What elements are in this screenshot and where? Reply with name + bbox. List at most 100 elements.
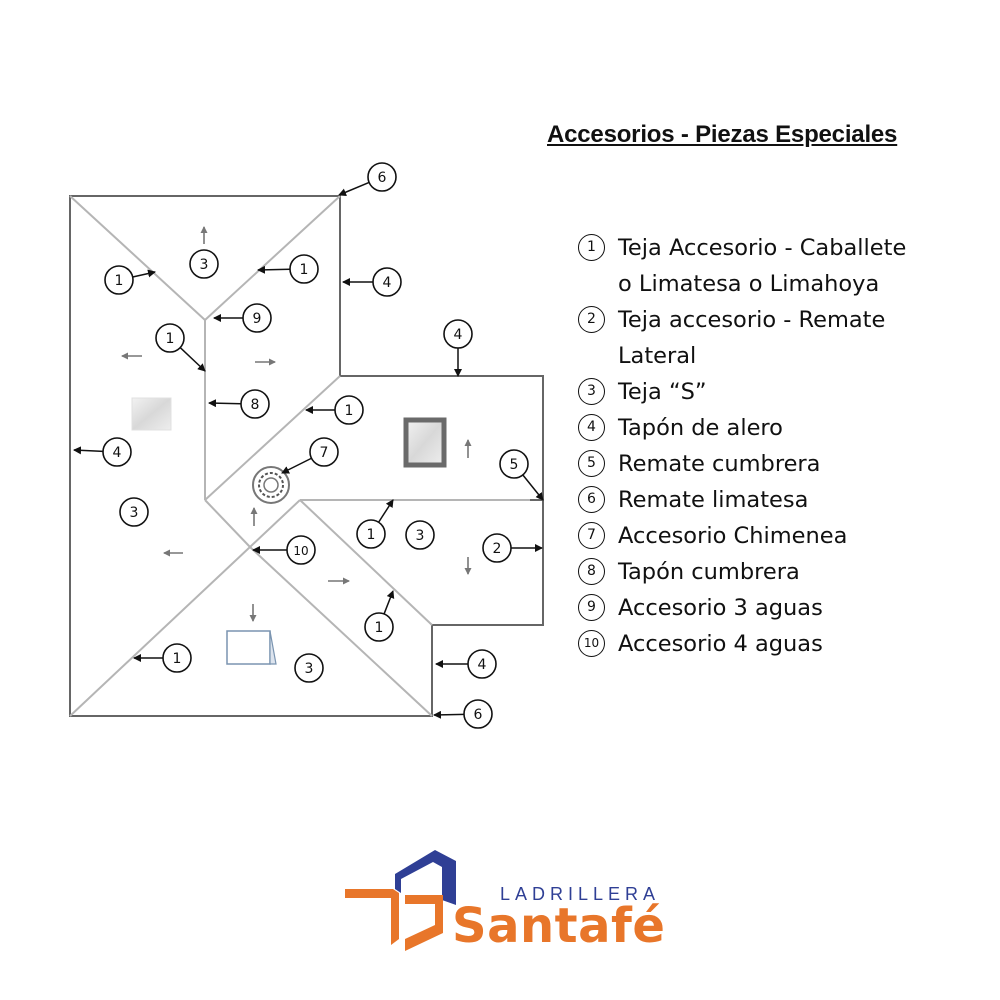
callout-1: 1	[364, 590, 395, 642]
brand-logo	[345, 850, 456, 951]
callout-label: 2	[493, 541, 502, 557]
legend-item: 4 Tapón de alero	[578, 410, 988, 446]
callout-label: 1	[375, 620, 384, 636]
callout-label: 7	[320, 445, 329, 461]
legend-number-badge: 10	[578, 630, 605, 657]
callout-pointer-arrow	[338, 181, 370, 196]
callout-label: 1	[300, 262, 309, 278]
callout-circle	[356, 519, 386, 549]
legend-label: Teja Accesorio - Caballete	[618, 235, 907, 261]
legend-number-badge: 8	[578, 558, 605, 585]
callout-1: 1	[305, 395, 364, 425]
callout-label: 4	[383, 275, 392, 291]
callout-circle	[482, 533, 512, 563]
legend-label: o Limatesa o Limahoya	[618, 271, 880, 297]
callout-circle	[119, 497, 149, 527]
callout-circle	[367, 162, 397, 192]
callout-circle	[372, 267, 402, 297]
callout-pointer-arrow	[257, 265, 291, 274]
callout-circle	[240, 389, 270, 419]
callout-4: 4	[73, 437, 132, 467]
callout-label: 3	[305, 661, 314, 677]
callout-circle	[443, 319, 473, 349]
legend-number-badge: 6	[578, 486, 605, 513]
callout-1: 1	[257, 254, 319, 284]
callout-circle	[286, 535, 316, 565]
callout-7: 7	[281, 437, 339, 474]
roof-outline	[69, 195, 544, 717]
callout-1: 1	[155, 323, 206, 372]
callout-label: 3	[416, 528, 425, 544]
callout-6: 6	[433, 699, 493, 729]
callout-label: 1	[345, 403, 354, 419]
callout-pointer-arrow	[281, 457, 312, 474]
callout-circle	[499, 449, 529, 479]
callout-label: 10	[293, 544, 308, 558]
legend-label: Remate cumbrera	[618, 451, 821, 477]
callout-1: 1	[133, 643, 192, 673]
callout-pointer-arrow	[377, 499, 394, 523]
callout-3: 3	[405, 520, 435, 550]
legend-number-badge: 5	[578, 450, 605, 477]
callout-circle	[242, 303, 272, 333]
legend-item: 6 Remate limatesa	[578, 482, 988, 518]
callout-circle	[309, 437, 339, 467]
logo-mark-icon	[345, 850, 456, 951]
legend-label: Remate limatesa	[618, 487, 809, 513]
callout-pointer-arrow	[383, 590, 395, 615]
slope-arrows	[121, 226, 472, 622]
legend-number-badge: 4	[578, 414, 605, 441]
callout-4: 4	[342, 267, 402, 297]
page-title: Accesorios - Piezas Especiales	[547, 121, 898, 148]
callout-3: 3	[294, 653, 324, 683]
callout-label: 1	[367, 527, 376, 543]
legend-label: Tapón de alero	[618, 415, 783, 441]
callout-pointer-arrow	[132, 269, 156, 278]
legend-number-badge: 7	[578, 522, 605, 549]
callout-circle	[155, 323, 185, 353]
callout-label: 1	[166, 331, 175, 347]
dormer-icon	[226, 630, 277, 665]
callout-pointer-arrow	[73, 446, 104, 455]
legend-label: Teja accesorio - Remate	[618, 307, 886, 333]
callout-circle	[364, 612, 394, 642]
chimney-icon	[252, 466, 290, 504]
roof-hip-lines	[69, 195, 530, 717]
callout-circle	[463, 699, 493, 729]
callout-2: 2	[482, 533, 543, 563]
skylight-right	[403, 417, 447, 468]
brand-name-top: LADRILLERA	[500, 884, 661, 904]
callout-circle	[467, 649, 497, 679]
callout-circle	[104, 265, 134, 295]
callout-10: 10	[252, 535, 316, 565]
callout-1: 1	[356, 499, 394, 549]
legend-label: Accesorio 3 aguas	[618, 595, 823, 621]
legend-item: 7 Accesorio Chimenea	[578, 518, 988, 554]
callout-5: 5	[499, 449, 544, 501]
callout-circle	[102, 437, 132, 467]
legend-label: Accesorio Chimenea	[618, 523, 848, 549]
callout-label: 6	[474, 707, 483, 723]
callout-pointer-arrow	[179, 347, 206, 372]
callout-label: 4	[113, 445, 122, 461]
legend-item: 9 Accesorio 3 aguas	[578, 590, 988, 626]
callout-label: 9	[253, 311, 262, 327]
callout-circle	[294, 653, 324, 683]
callout-label: 8	[251, 397, 260, 413]
callout-label: 4	[478, 657, 487, 673]
legend-number-badge: 3	[578, 378, 605, 405]
callout-9: 9	[213, 303, 272, 333]
callout-pointer-arrow	[208, 399, 242, 408]
legend-number-badge: 9	[578, 594, 605, 621]
callout-circle	[334, 395, 364, 425]
callout-8: 8	[208, 389, 270, 419]
callout-4: 4	[443, 319, 473, 377]
